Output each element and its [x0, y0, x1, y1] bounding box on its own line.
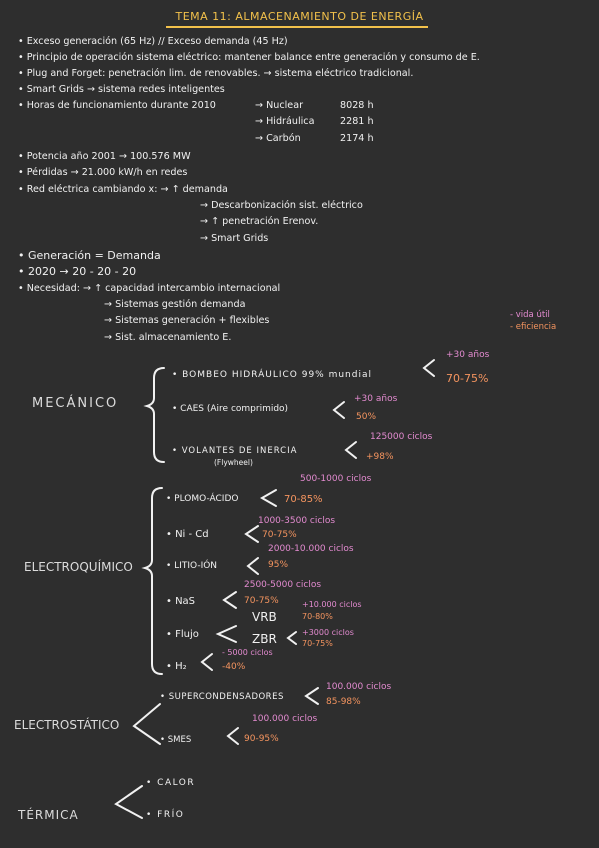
- storage-frio: • FRÍO: [146, 810, 185, 820]
- grid-change-item: → Descarbonización sist. eléctrico: [200, 200, 363, 211]
- plomo-life: 500-1000 ciclos: [300, 474, 372, 484]
- note-principle: Principio de operación sistema eléctrico…: [18, 52, 480, 63]
- need-item: → Sist. almacenamiento E.: [104, 332, 232, 343]
- volantes-subtitle: (Flywheel): [214, 458, 253, 467]
- caes-life: +30 años: [354, 394, 398, 404]
- hours-nuclear-value: 8028 h: [340, 100, 374, 111]
- category-electrostatico: ELECTROSTÁTICO: [14, 718, 120, 732]
- flujo-vrb: VRB: [252, 610, 277, 624]
- storage-calor: • CALOR: [146, 778, 196, 788]
- supercond-efficiency: 85-98%: [326, 697, 361, 707]
- storage-supercondensadores: • SUPERCONDENSADORES: [160, 692, 284, 702]
- flujo-zbr: ZBR: [252, 632, 277, 646]
- hours-hidraulica-value: 2281 h: [340, 116, 374, 127]
- note-plug-forget: Plug and Forget: penetración lim. de ren…: [18, 68, 414, 79]
- nicd-life: 1000-3500 ciclos: [258, 516, 336, 526]
- grid-change-item: → ↑ penetración Erenov.: [200, 216, 319, 227]
- legend-efficiency: - eficiencia: [510, 322, 557, 332]
- storage-flujo: • Flujo: [166, 629, 199, 640]
- page-title: TEMA 11: ALMACENAMIENTO DE ENERGÍA: [175, 10, 424, 23]
- title-underline: [166, 26, 428, 28]
- note-smart-grids: Smart Grids → sistema redes inteligentes: [18, 84, 225, 95]
- category-electroquimico: ELECTROQUÍMICO: [24, 560, 133, 574]
- litio-efficiency: 95%: [268, 560, 289, 570]
- need-item: → Sistemas generación + flexibles: [104, 315, 270, 326]
- supercond-life: 100.000 ciclos: [326, 682, 392, 692]
- smes-efficiency: 90-95%: [244, 734, 279, 744]
- smes-life: 100.000 ciclos: [252, 714, 318, 724]
- category-termica: TÉRMICA: [18, 808, 79, 822]
- storage-caes: • CAES (Aire comprimido): [172, 404, 289, 414]
- vrb-life: +10.000 ciclos: [302, 600, 362, 609]
- note-hours: Horas de funcionamiento durante 2010: [18, 100, 216, 111]
- storage-nas: • NaS: [166, 596, 196, 607]
- storage-h2: • H₂: [166, 661, 187, 672]
- note-2020: 2020 → 20 - 20 - 20: [18, 265, 136, 278]
- need-item: → Sistemas gestión demanda: [104, 299, 246, 310]
- storage-bombeo: • BOMBEO HIDRÁULICO 99% mundial: [172, 370, 372, 380]
- note-power-2001: Potencia año 2001 → 100.576 MW: [18, 151, 191, 162]
- note-need: Necesidad: → ↑ capacidad intercambio int…: [18, 283, 281, 294]
- vrb-efficiency: 70-80%: [302, 612, 333, 621]
- bombeo-efficiency: 70-75%: [446, 372, 489, 385]
- storage-plomo-acido: • PLOMO-ÁCIDO: [166, 494, 239, 504]
- h2-life: - 5000 ciclos: [222, 648, 273, 657]
- storage-litio-ion: • LITIO-IÓN: [166, 561, 218, 571]
- nas-life: 2500-5000 ciclos: [244, 580, 322, 590]
- bombeo-life: +30 años: [446, 350, 490, 360]
- zbr-efficiency: 70-75%: [302, 639, 333, 648]
- volantes-efficiency: +98%: [366, 452, 394, 462]
- legend-life: - vida útil: [510, 310, 550, 320]
- hours-hidraulica-label: → Hidráulica: [255, 116, 315, 127]
- note-losses: Pérdidas → 21.000 kW/h en redes: [18, 167, 188, 178]
- zbr-life: +3000 ciclos: [302, 628, 354, 637]
- storage-volantes: • VOLANTES DE INERCIA: [172, 446, 298, 456]
- grid-change-item: → Smart Grids: [200, 233, 269, 244]
- storage-smes: • SMES: [160, 735, 192, 745]
- hours-nuclear-label: → Nuclear: [255, 100, 304, 111]
- note-balance: Generación = Demanda: [18, 249, 161, 262]
- category-mecanico: MECÁNICO: [32, 396, 119, 411]
- note-grid-change: Red eléctrica cambiando x: → ↑ demanda: [18, 184, 228, 195]
- storage-ni-cd: • Ni - Cd: [166, 529, 209, 540]
- caes-efficiency: 50%: [356, 412, 377, 422]
- plomo-efficiency: 70-85%: [284, 494, 323, 505]
- nicd-efficiency: 70-75%: [262, 530, 297, 540]
- note-frequency: Exceso generación (65 Hz) // Exceso dema…: [18, 36, 288, 47]
- nas-efficiency: 70-75%: [244, 596, 279, 606]
- h2-efficiency: -40%: [222, 662, 246, 672]
- litio-life: 2000-10.000 ciclos: [268, 544, 354, 554]
- volantes-life: 125000 ciclos: [370, 432, 433, 442]
- hours-carbon-value: 2174 h: [340, 133, 374, 144]
- hours-carbon-label: → Carbón: [255, 133, 301, 144]
